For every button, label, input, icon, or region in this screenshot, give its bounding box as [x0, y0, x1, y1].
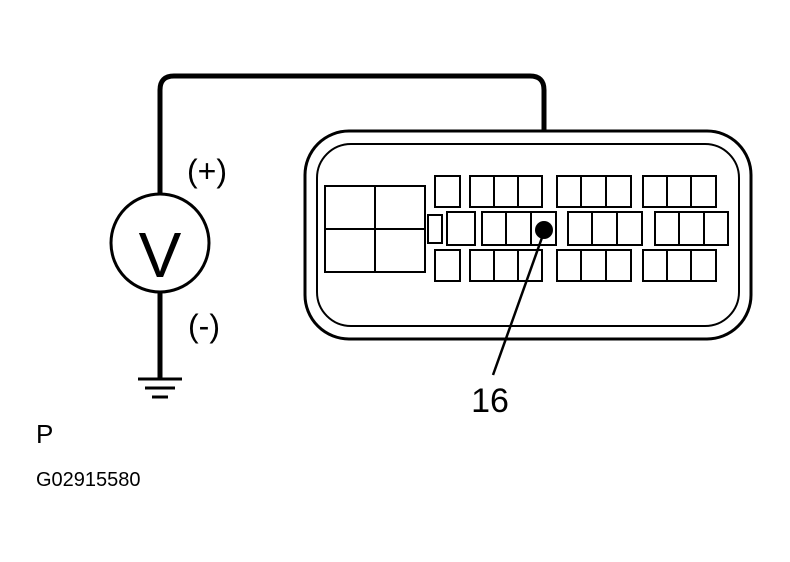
view-label: P: [36, 419, 53, 449]
positive-terminal-label: (+): [187, 153, 227, 189]
connector-single-cavities: [427, 175, 476, 282]
negative-terminal-label: (-): [188, 308, 220, 344]
voltmeter: V: [109, 192, 211, 294]
connector: [303, 129, 753, 341]
pin-number-label: 16: [471, 382, 509, 420]
connector-large-terminal-block: [324, 185, 426, 273]
figure-id: G02915580: [36, 469, 141, 491]
connector-pin-row-top: [469, 175, 717, 208]
connector-pin-row-middle: [481, 211, 729, 246]
voltmeter-symbol: V: [139, 219, 182, 291]
pin-leader-line: [491, 231, 546, 376]
ground-icon: [138, 377, 182, 399]
probe-tip: [535, 221, 553, 239]
connector-pin-row-bottom: [469, 249, 717, 282]
test-lead-wire: [157, 73, 547, 228]
